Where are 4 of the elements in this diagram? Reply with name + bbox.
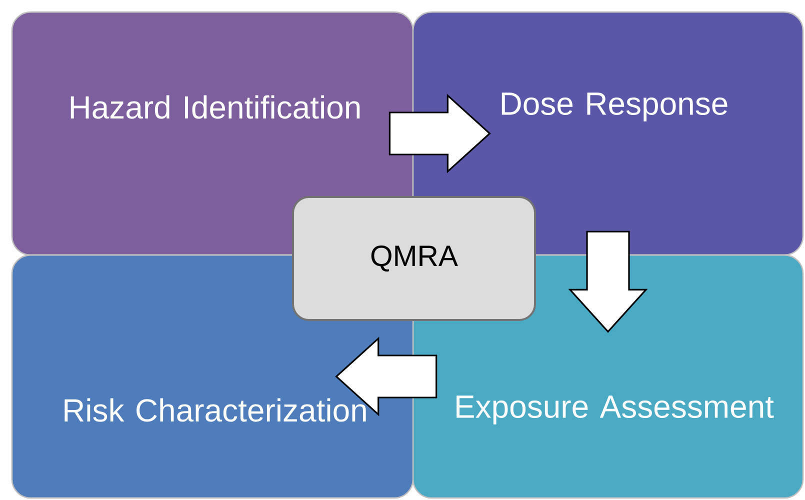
center-box: QMRA — [292, 196, 536, 321]
block-arrow — [335, 336, 438, 416]
block-arrow — [568, 230, 648, 333]
block-arrow — [388, 94, 491, 174]
